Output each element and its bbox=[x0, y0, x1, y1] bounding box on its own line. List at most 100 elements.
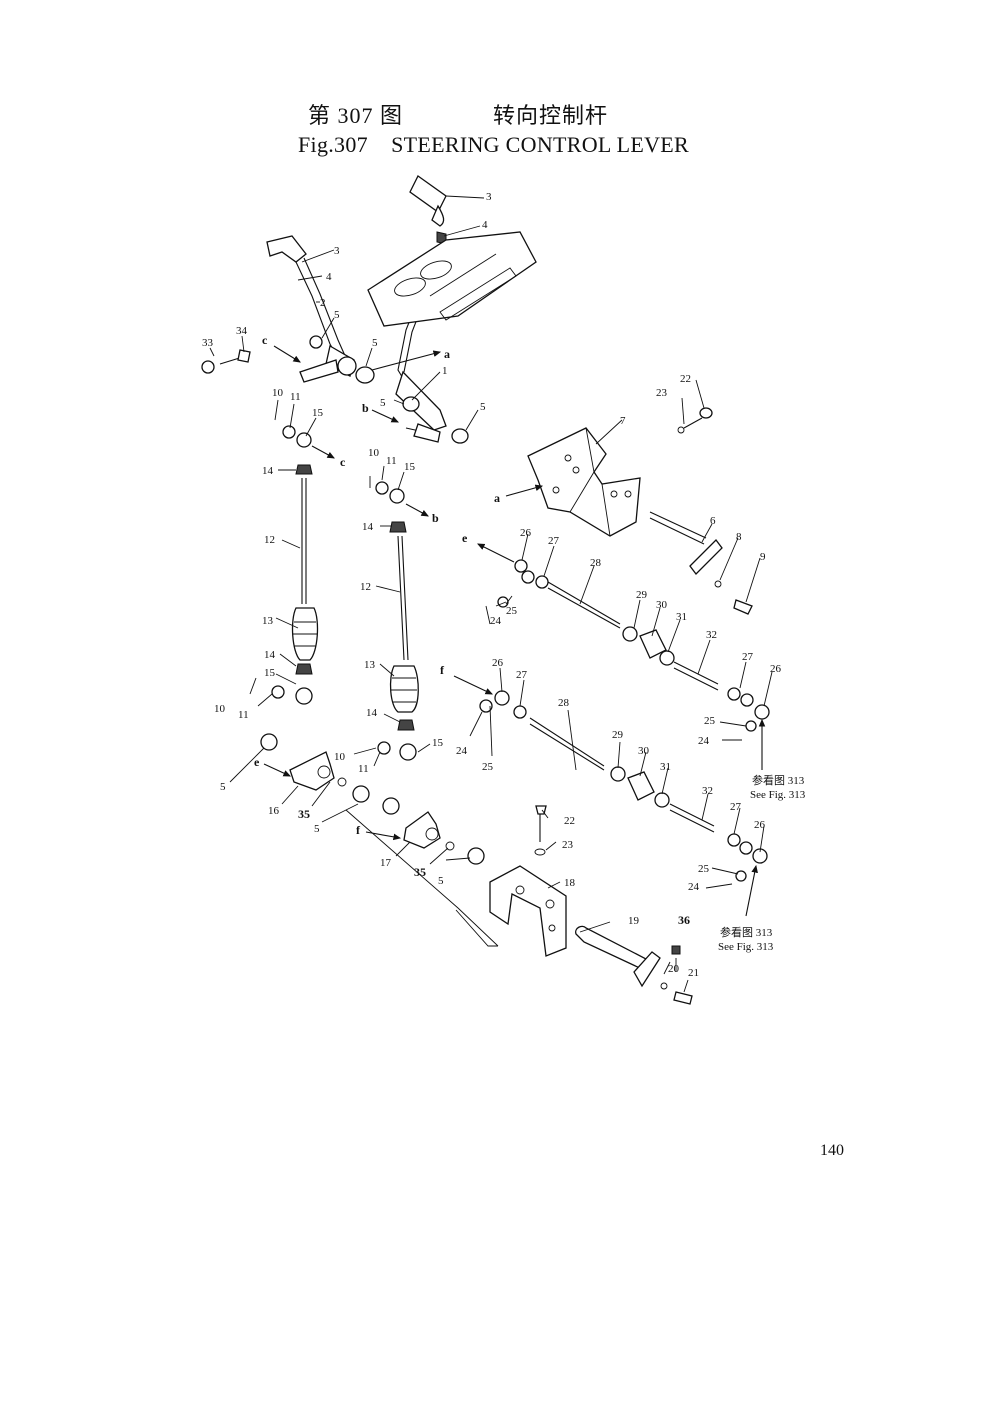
callout-36: 36 bbox=[678, 913, 690, 927]
callout-16: 16 bbox=[268, 805, 280, 817]
rod-assembly-left bbox=[271, 425, 319, 705]
callout-23: 23 bbox=[562, 839, 574, 851]
callout-26: 26 bbox=[754, 819, 766, 831]
callout-2: 2 bbox=[320, 297, 326, 309]
callout-5: 5 bbox=[372, 337, 378, 349]
flow-arrows bbox=[263, 345, 766, 917]
callout-29: 29 bbox=[636, 589, 648, 601]
callout-14: 14 bbox=[264, 649, 276, 661]
callout-11: 11 bbox=[358, 763, 369, 775]
callout-22: 22 bbox=[564, 815, 575, 827]
tie-rod-lower bbox=[479, 690, 768, 882]
callout-13: 13 bbox=[262, 615, 274, 627]
callout-8: 8 bbox=[736, 531, 742, 543]
see-fig-313-en-upper: See Fig. 313 bbox=[750, 789, 806, 801]
arrow-letter-e-lower: e bbox=[254, 755, 260, 769]
callout-21: 21 bbox=[688, 967, 699, 979]
callout-14: 14 bbox=[366, 707, 378, 719]
arrow-letter-f-upper: f bbox=[440, 663, 445, 677]
callout-3: 3 bbox=[334, 245, 340, 257]
callout-11: 11 bbox=[386, 455, 397, 467]
cross-references: 参看图 313 See Fig. 313 参看图 313 See Fig. 31… bbox=[718, 773, 806, 953]
leader-lines bbox=[209, 195, 773, 993]
callout-19: 19 bbox=[628, 915, 640, 927]
callout-31: 31 bbox=[660, 761, 671, 773]
callout-27: 27 bbox=[548, 535, 560, 547]
callout-27: 27 bbox=[742, 651, 754, 663]
callout-28: 28 bbox=[590, 557, 602, 569]
arrow-letter-b-lower: b bbox=[432, 511, 439, 525]
callout-24: 24 bbox=[456, 745, 468, 757]
callout-31: 31 bbox=[676, 611, 687, 623]
callout-25: 25 bbox=[704, 715, 716, 727]
callout-12: 12 bbox=[360, 581, 371, 593]
callout-14: 14 bbox=[262, 465, 274, 477]
arrow-letter-b-upper: b bbox=[362, 401, 369, 415]
arrow-letter-a-upper: a bbox=[444, 347, 450, 361]
callout-5: 5 bbox=[334, 309, 340, 321]
callout-32: 32 bbox=[706, 629, 717, 641]
arrow-letter-c-lower: c bbox=[340, 455, 346, 469]
callout-34: 34 bbox=[236, 325, 248, 337]
callout-17: 17 bbox=[380, 857, 392, 869]
callout-35: 35 bbox=[298, 807, 310, 821]
callout-9: 9 bbox=[760, 551, 766, 563]
callout-10: 10 bbox=[334, 751, 346, 763]
callout-4: 4 bbox=[482, 219, 488, 231]
callout-1: 1 bbox=[442, 365, 448, 377]
callout-22: 22 bbox=[680, 373, 691, 385]
arrow-letter-e-upper: e bbox=[462, 531, 468, 545]
callout-26: 26 bbox=[770, 663, 782, 675]
callout-25: 25 bbox=[698, 863, 710, 875]
callout-12: 12 bbox=[264, 534, 275, 546]
callout-27: 27 bbox=[730, 801, 742, 813]
callout-15: 15 bbox=[432, 737, 444, 749]
callout-25: 25 bbox=[482, 761, 494, 773]
callout-13: 13 bbox=[364, 659, 376, 671]
page-number: 140 bbox=[820, 1142, 844, 1159]
arrow-letter-a-lower: a bbox=[494, 491, 500, 505]
callout-26: 26 bbox=[492, 657, 504, 669]
cover-plate bbox=[367, 231, 537, 327]
tie-rod-upper bbox=[497, 559, 770, 732]
callout-30: 30 bbox=[638, 745, 650, 757]
bracket-assembly bbox=[527, 407, 753, 615]
callout-6: 6 bbox=[710, 515, 716, 527]
lever-assembly-left bbox=[201, 235, 375, 384]
callout-30: 30 bbox=[656, 599, 668, 611]
callout-3: 3 bbox=[486, 191, 492, 203]
callout-5: 5 bbox=[380, 397, 386, 409]
callout-10: 10 bbox=[368, 447, 380, 459]
callout-10: 10 bbox=[272, 387, 284, 399]
callout-7: 7 bbox=[620, 415, 626, 427]
see-fig-313-cn-lower: 参看图 313 bbox=[720, 925, 773, 939]
figure-name-cn: 转向控制杆 bbox=[493, 103, 609, 128]
callout-15: 15 bbox=[404, 461, 416, 473]
callout-20: 20 bbox=[668, 963, 680, 975]
arrow-letters: a c b c b a e f e f bbox=[254, 333, 500, 837]
callout-10: 10 bbox=[214, 703, 226, 715]
callout-5: 5 bbox=[438, 875, 444, 887]
see-fig-313-cn-upper: 参看图 313 bbox=[752, 773, 805, 787]
callout-26: 26 bbox=[520, 527, 532, 539]
arrow-letter-c-upper: c bbox=[262, 333, 268, 347]
callout-23: 23 bbox=[656, 387, 668, 399]
callout-5: 5 bbox=[220, 781, 226, 793]
callout-24: 24 bbox=[688, 881, 700, 893]
callout-29: 29 bbox=[612, 729, 624, 741]
callout-14: 14 bbox=[362, 521, 374, 533]
callout-28: 28 bbox=[558, 697, 570, 709]
rod-assembly-center bbox=[375, 481, 419, 761]
callout-18: 18 bbox=[564, 877, 576, 889]
callout-27: 27 bbox=[516, 669, 528, 681]
callout-4: 4 bbox=[326, 271, 332, 283]
callout-33: 33 bbox=[202, 337, 214, 349]
callout-24: 24 bbox=[490, 615, 502, 627]
callout-11: 11 bbox=[290, 391, 301, 403]
callout-11: 11 bbox=[238, 709, 249, 721]
callout-15: 15 bbox=[264, 667, 276, 679]
callout-5: 5 bbox=[480, 401, 486, 413]
arrow-letter-f-lower: f bbox=[356, 823, 361, 837]
callout-35: 35 bbox=[414, 865, 426, 879]
